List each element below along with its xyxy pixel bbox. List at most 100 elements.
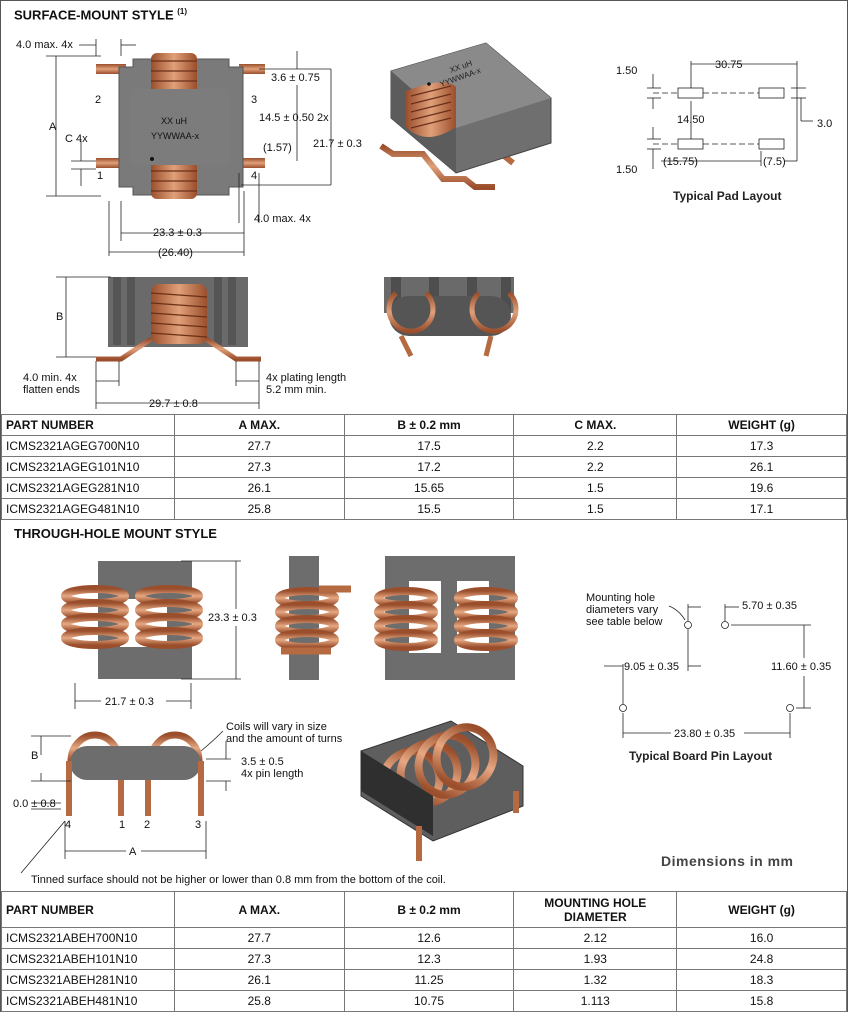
header-a-max: A MAX. [173,414,345,436]
through-dimension-23-3: 23.3 ± 0.3 [208,612,257,624]
part-number-cell: ICMS2321AGEG281N10 [1,477,175,499]
part-number-cell: ICMS2321ABEH700N10 [1,927,175,949]
through-pin-3-label: 3 [195,819,201,831]
pin-length-dimension: 3.5 ± 0.5 [241,756,284,768]
hole-diameter-cell: 1.113 [513,990,678,1012]
header-part-number: PART NUMBER [1,414,175,436]
through-pin-4-label: 4 [65,819,71,831]
pad-dimension-1-50-bottom: 1.50 [616,164,637,176]
through-dimension-21-7: 21.7 ± 0.3 [105,696,154,708]
pad-dimension-15-75: (15.75) [663,156,698,168]
through-bottom-view-drawing [66,731,204,816]
dimension-14-5: 14.5 ± 0.50 2x [259,112,329,124]
part-number-cell: ICMS2321ABEH481N10 [1,990,175,1012]
dimension-21-7: 21.7 ± 0.3 [313,138,362,150]
hole-diameter-cell: 1.32 [513,969,678,991]
plating-length-minimum: 5.2 mm min. [266,384,327,396]
b-cell: 12.6 [343,927,515,949]
hole-diameter-cell: 1.93 [513,948,678,970]
plating-length-dimension: 4x plating length [266,372,346,384]
table-header-row: PART NUMBER A MAX. B ± 0.2 mm C MAX. WEI… [1,414,847,436]
weight-cell: 18.3 [676,969,847,991]
pad-dimension-14-50: 14.50 [677,114,705,126]
through-rear-view-drawing [374,556,518,680]
pad-dimension-30-75: 30.75 [715,59,743,71]
hole-diameter-cell: 2.12 [513,927,678,949]
table-row: ICMS2321AGEG101N10 27.3 17.2 2.2 26.1 [1,456,847,478]
part-marking-date-code: YYWWAA-x [151,131,200,141]
mounting-hole-note-3: see table below [586,616,662,628]
weight-cell: 15.8 [676,990,847,1012]
b-cell: 15.65 [343,477,515,499]
end-view-drawing [384,277,519,358]
weight-cell: 17.1 [676,498,847,520]
pad-layout-drawing [647,61,813,169]
header-mounting-hole-line2: DIAMETER [563,909,627,924]
table-row: ICMS2321ABEH281N10 26.1 11.25 1.32 18.3 [1,969,847,991]
c-max-cell: 1.5 [513,498,678,520]
dimension-1-57: (1.57) [263,142,292,154]
b-cell: 11.25 [343,969,515,991]
front-view-drawing [61,561,203,679]
header-mounting-hole-line1: MOUNTING HOLE [544,895,647,910]
side-view-drawing [96,277,261,362]
c-max-cell: 2.2 [513,435,678,457]
a-max-cell: 27.7 [173,435,345,457]
part-number-cell: ICMS2321ABEH101N10 [1,948,175,970]
flatten-ends-dimension: 4.0 min. 4x [23,372,77,384]
part-number-cell: ICMS2321AGEG101N10 [1,456,175,478]
board-dimension-9-05: 9.05 ± 0.35 [624,661,679,673]
lead-width-dimension-bottom: 4.0 max. 4x [254,213,311,225]
header-a-max: A MAX. [173,891,345,928]
dimension-a-label: A [49,121,57,133]
header-weight: WEIGHT (g) [676,891,847,928]
b-cell: 17.5 [343,435,515,457]
a-max-cell: 25.8 [173,498,345,520]
coils-note-1: Coils will vary in size [226,721,327,733]
board-dimension-5-70: 5.70 ± 0.35 [742,600,797,612]
weight-cell: 26.1 [676,456,847,478]
dimension-c-label: C 4x [65,133,88,145]
table-row: ICMS2321AGEG281N10 26.1 15.65 1.5 19.6 [1,477,847,499]
weight-cell: 17.3 [676,435,847,457]
pad-dimension-1-50-top: 1.50 [616,65,637,77]
pin-1-label: 1 [97,170,103,182]
tinned-surface-note: Tinned surface should not be higher or l… [31,874,446,886]
through-side-view-drawing [275,556,351,680]
header-part-number: PART NUMBER [1,891,175,928]
table-row: ICMS2321AGEG700N10 27.7 17.5 2.2 17.3 [1,435,847,457]
a-max-cell: 27.3 [173,948,345,970]
weight-cell: 19.6 [676,477,847,499]
part-number-cell: ICMS2321AGEG700N10 [1,435,175,457]
through-dimension-a-label: A [129,846,137,858]
header-weight: WEIGHT (g) [676,414,847,436]
weight-cell: 24.8 [676,948,847,970]
a-max-cell: 25.8 [173,990,345,1012]
c-max-cell: 2.2 [513,456,678,478]
table-row: ICMS2321ABEH101N10 27.3 12.3 1.93 24.8 [1,948,847,970]
b-cell: 15.5 [343,498,515,520]
dimension-23-3: 23.3 ± 0.3 [153,227,202,239]
through-hole-drawings: 23.3 ± 0.3 21.7 ± 0.3 [13,556,831,886]
pin-length-note: 4x pin length [241,768,303,780]
board-layout-caption: Typical Board Pin Layout [629,749,772,763]
header-c-max: C MAX. [513,414,678,436]
surface-mount-drawings: XX uH YYWWAA-x 2 3 1 4 4. [16,39,832,410]
a-max-cell: 27.7 [173,927,345,949]
pad-layout-caption: Typical Pad Layout [673,189,781,203]
table-row: ICMS2321AGEG481N10 25.8 15.5 1.5 17.1 [1,498,847,520]
through-hole-title: THROUGH-HOLE MOUNT STYLE [14,526,217,541]
board-dimension-11-60: 11.60 ± 0.35 [771,661,831,673]
dimension-b-label: B [56,311,63,323]
dimensions-units-note: Dimensions in mm [661,853,793,869]
pad-dimension-3-0: 3.0 [817,118,832,130]
header-b: B ± 0.2 mm [343,891,515,928]
header-mounting-hole-diameter: MOUNTING HOLE DIAMETER [513,891,678,928]
table-header-row: PART NUMBER A MAX. B ± 0.2 mm MOUNTING H… [1,891,847,928]
dimension-3-6: 3.6 ± 0.75 [271,72,320,84]
pin-4-label: 4 [251,170,257,182]
mounting-hole-note-2: diameters vary [586,604,659,616]
through-hole-spec-table: PART NUMBER A MAX. B ± 0.2 mm MOUNTING H… [1,891,847,1012]
surface-mount-spec-table: PART NUMBER A MAX. B ± 0.2 mm C MAX. WEI… [1,414,847,520]
pin-2-label: 2 [95,94,101,106]
